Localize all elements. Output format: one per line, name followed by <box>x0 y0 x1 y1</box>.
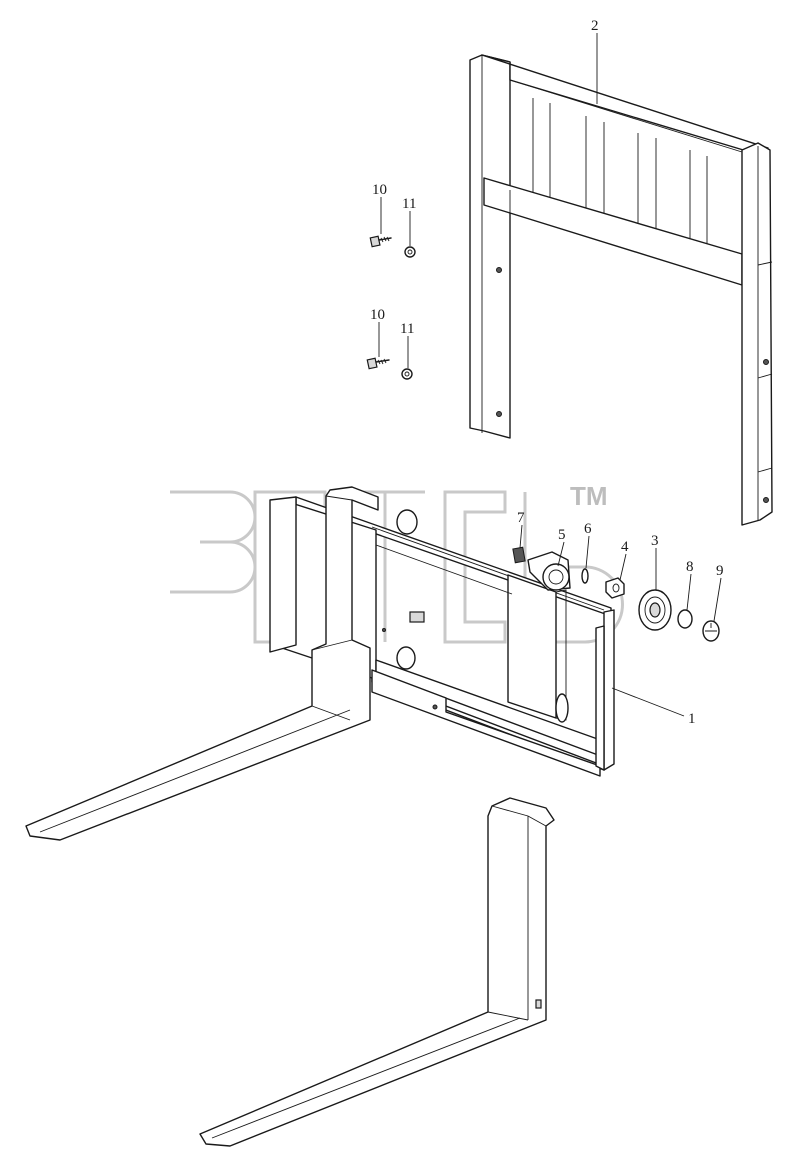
fork-carriage <box>281 496 615 777</box>
part-7-spring <box>512 546 526 564</box>
fork-left <box>25 486 379 841</box>
callout-7: 7 <box>517 510 525 526</box>
washer-upper <box>404 246 416 258</box>
part-3-bearing <box>638 589 672 631</box>
callout-5: 5 <box>558 527 566 543</box>
callout-10-lower: 10 <box>370 307 385 323</box>
callout-8: 8 <box>686 559 694 575</box>
callout-2: 2 <box>591 18 599 34</box>
callout-labels: 2 10 11 10 11 7 5 6 4 3 8 9 1 <box>370 18 724 727</box>
callout-9: 9 <box>716 563 724 579</box>
part-4-nut <box>605 577 625 599</box>
washer-lower <box>401 368 413 380</box>
bolt-lower <box>366 357 390 370</box>
callout-11-upper: 11 <box>402 196 416 212</box>
callout-10-upper: 10 <box>372 182 387 198</box>
load-backrest-frame <box>469 54 773 526</box>
part-6-pin <box>581 568 589 584</box>
callout-1: 1 <box>688 711 696 727</box>
leader-lines <box>378 33 722 717</box>
callout-11-lower: 11 <box>400 321 414 337</box>
callout-6: 6 <box>584 521 592 537</box>
bolt-upper <box>369 235 392 248</box>
watermark-tm: TM <box>570 481 608 511</box>
part-8-snap-ring <box>677 609 693 629</box>
part-9-cap <box>702 620 720 642</box>
fork-right <box>199 797 555 1147</box>
callout-4: 4 <box>621 539 629 555</box>
callout-3: 3 <box>651 533 659 549</box>
